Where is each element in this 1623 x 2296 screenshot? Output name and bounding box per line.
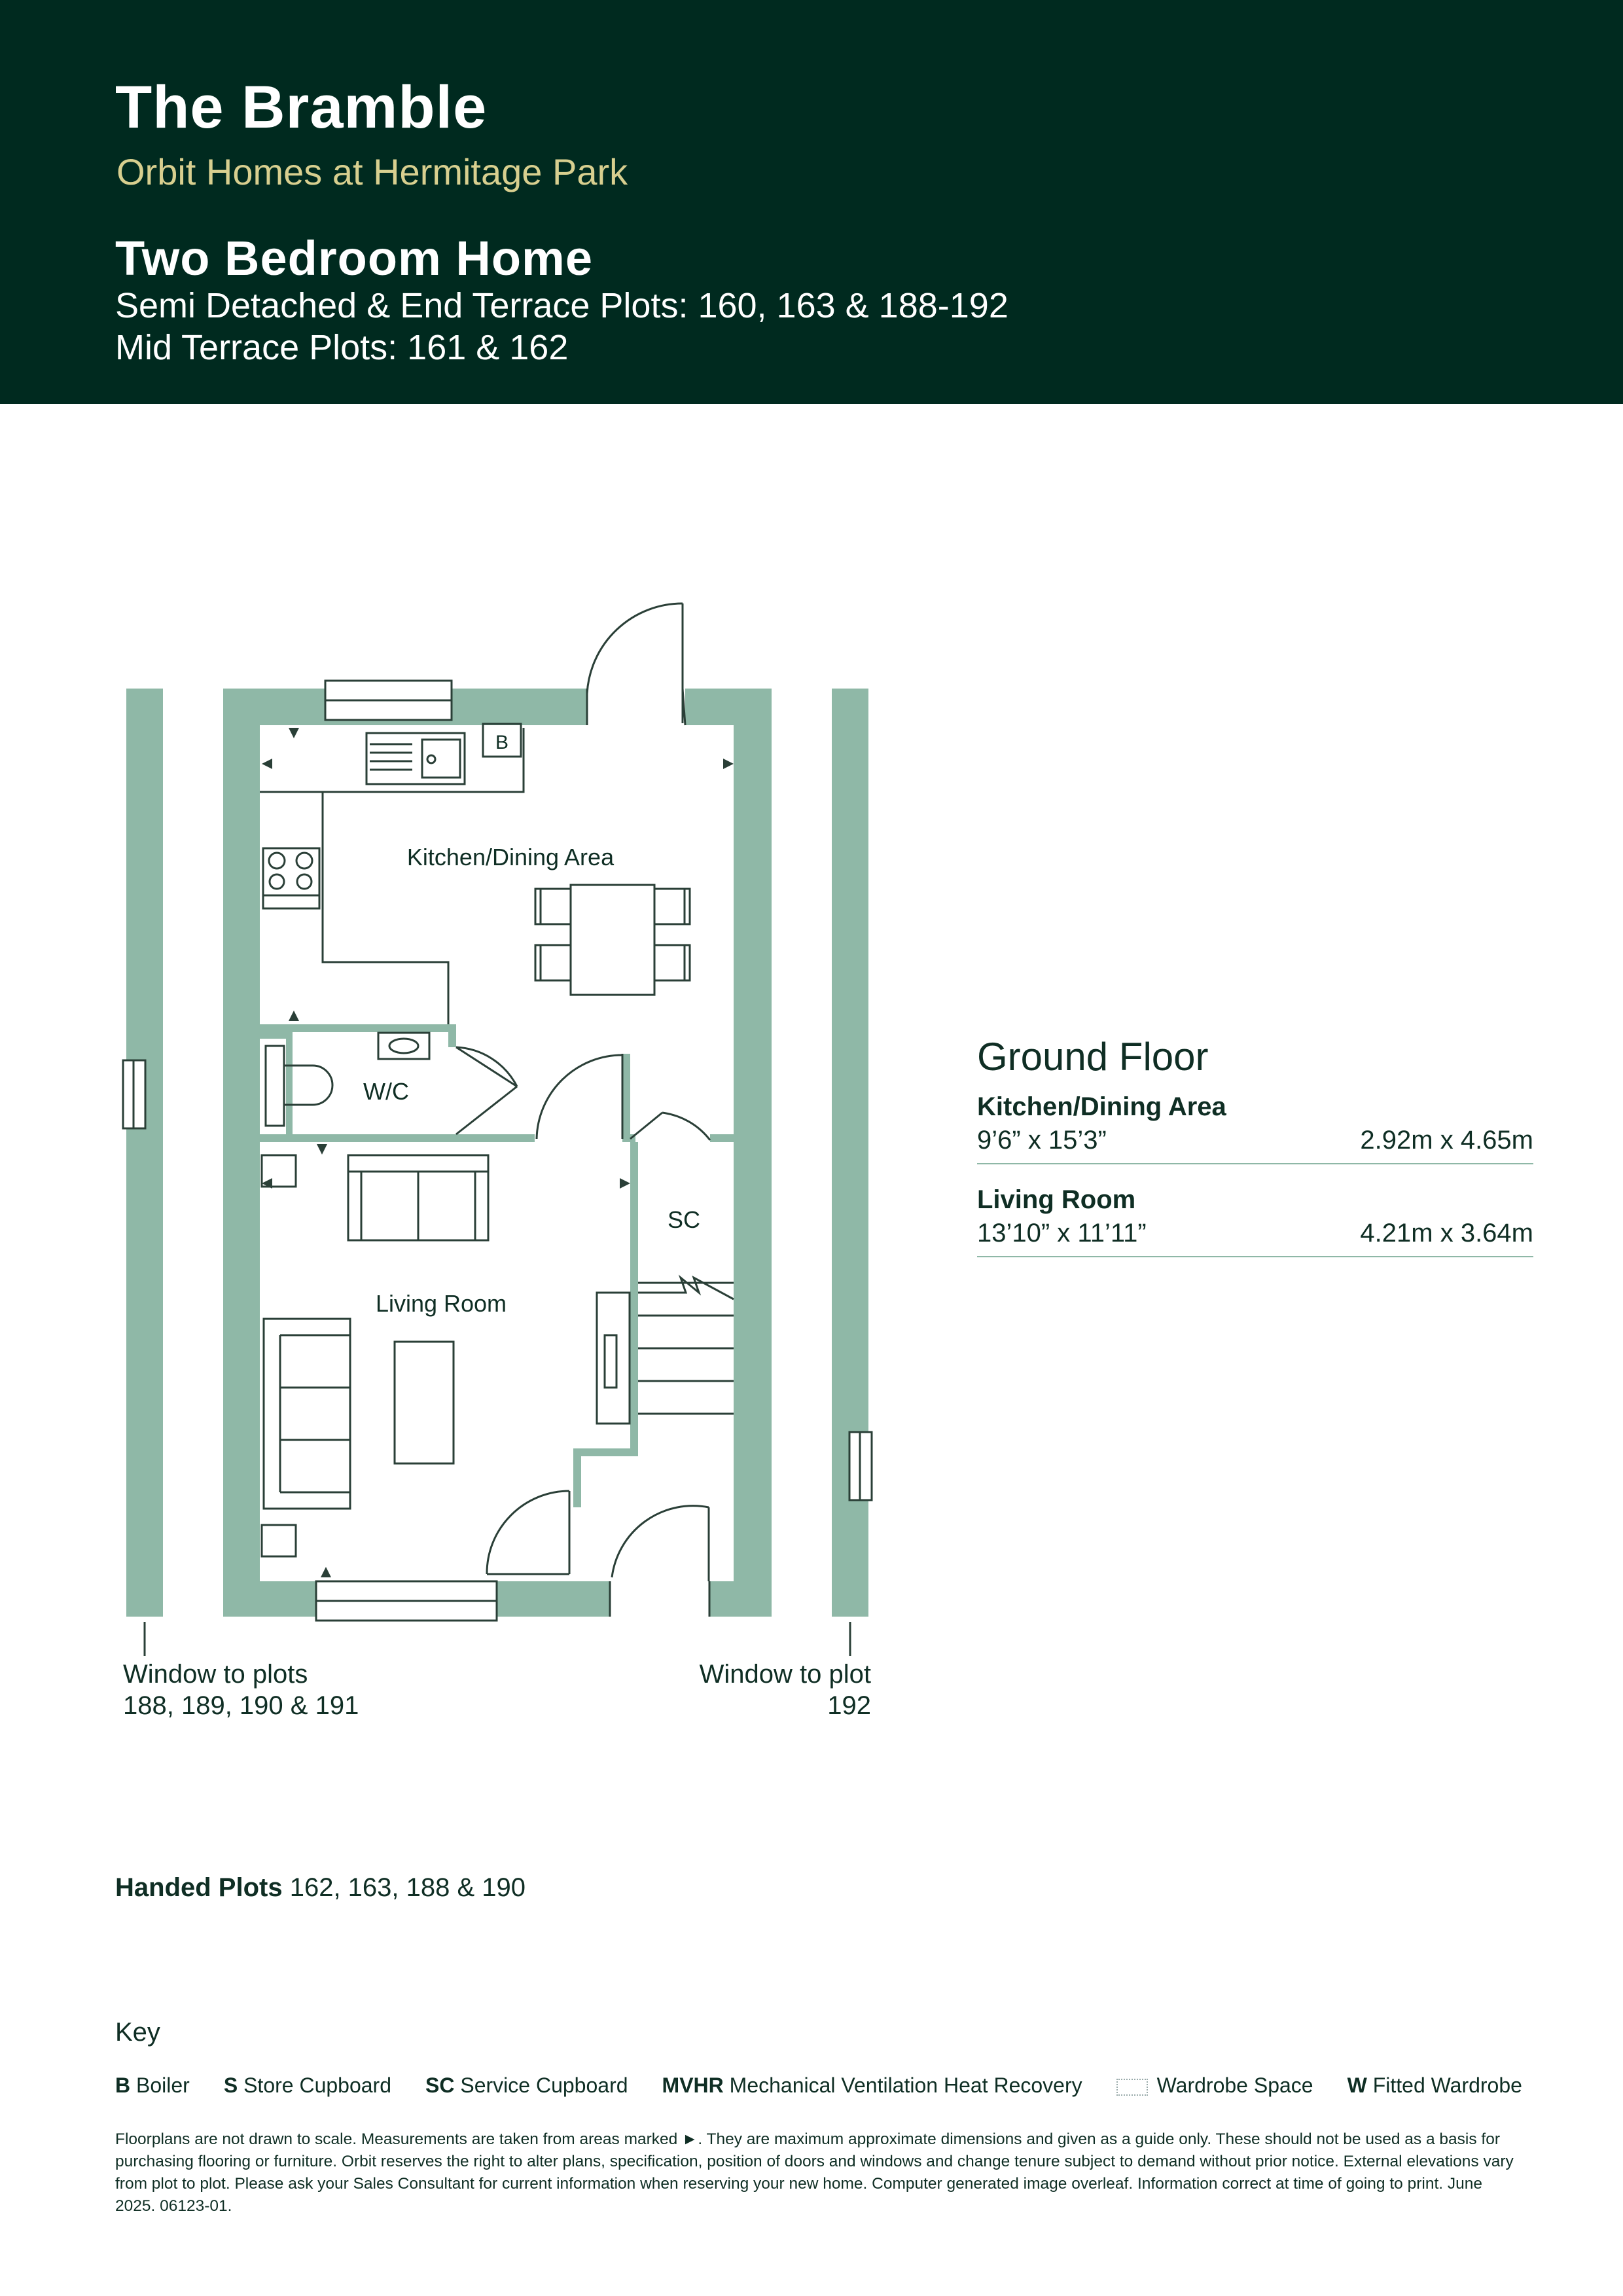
ground-floor-dimensions: Ground Floor Kitchen/Dining Area 9’6” x … [977,1034,1533,1274]
key-item-mvhr: MVHR Mechanical Ventilation Heat Recover… [662,2073,1082,2097]
handed-plots-list: 162, 163, 188 & 190 [289,1873,526,1902]
plots-semi-detached: Semi Detached & End Terrace Plots: 160, … [115,286,1008,325]
room-imperial: 9’6” x 15’3” [977,1126,1107,1155]
room-metric: 2.92m x 4.65m [1360,1126,1533,1155]
ground-floor-plan: Kitchen/Dining Area W/C SC Living Room B [122,602,873,1656]
wc-label: W/C [363,1078,409,1105]
dimension-row-living: Living Room 13’10” x 11’11” 4.21m x 3.64… [977,1181,1533,1257]
room-imperial: 13’10” x 11’11” [977,1219,1147,1247]
room-name: Living Room [977,1185,1136,1214]
kitchen-dining-label: Kitchen/Dining Area [407,844,615,870]
window-label-left: Window to plots 188, 189, 190 & 191 [123,1660,359,1720]
key-item-service: SC Service Cupboard [425,2073,628,2097]
key-item-store: S Store Cupboard [223,2073,391,2097]
header-banner: The Bramble Orbit Homes at Hermitage Par… [0,0,1623,404]
room-name: Kitchen/Dining Area [977,1092,1226,1121]
development-title: The Bramble [115,74,488,141]
handed-plots-label: Handed Plots [115,1873,283,1902]
development-subtitle: Orbit Homes at Hermitage Park [116,151,628,192]
handed-plots: Handed Plots 162, 163, 188 & 190 [115,1873,526,1903]
key-title: Key [115,2018,160,2047]
plots-mid-terrace: Mid Terrace Plots: 161 & 162 [115,328,569,367]
room-metric: 4.21m x 3.64m [1360,1219,1533,1247]
ground-floor-title: Ground Floor [977,1035,1209,1079]
key-item-wardrobe-space: Wardrobe Space [1116,2073,1313,2098]
service-cupboard-label: SC [668,1206,700,1233]
key-item-boiler: B Boiler [115,2073,190,2097]
window-label-right: Window to plot 192 [699,1660,871,1720]
dimension-row-kitchen: Kitchen/Dining Area 9’6” x 15’3” 2.92m x… [977,1088,1533,1164]
disclaimer: Floorplans are not drawn to scale. Measu… [115,2130,1514,2215]
living-room-label: Living Room [376,1290,507,1317]
boiler-label: B [495,732,508,753]
wardrobe-space-swatch-icon [1116,2078,1148,2096]
key-legend: B Boiler S Store Cupboard SC Service Cup… [115,2073,1522,2098]
home-type: Two Bedroom Home [115,231,593,285]
key-item-fitted-wardrobe: W Fitted Wardrobe [1347,2073,1522,2097]
